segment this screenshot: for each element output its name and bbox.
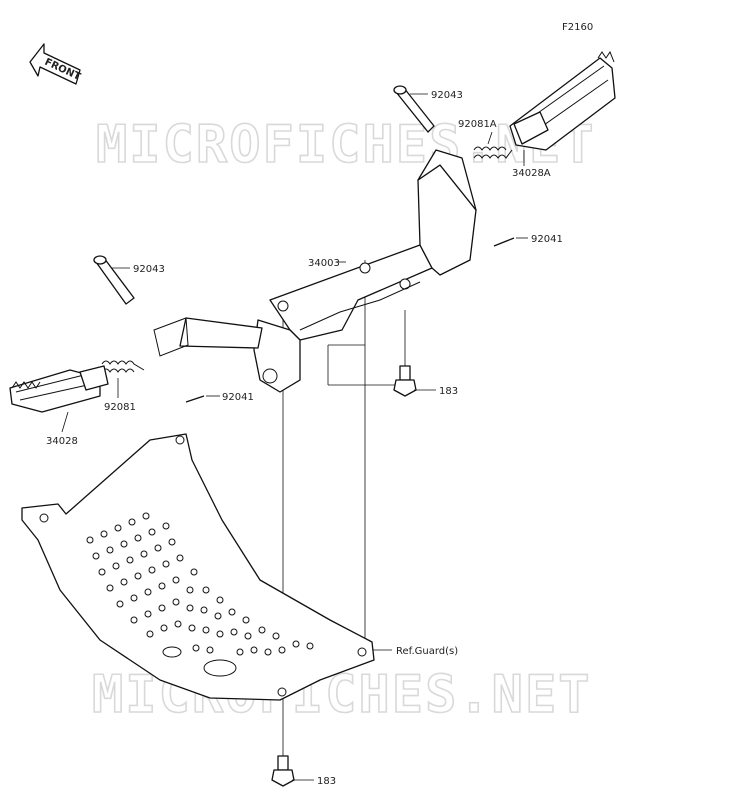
footpeg-34028	[9, 365, 109, 413]
cotter-pin-92041-right	[493, 237, 515, 247]
front-arrow-icon: FRONT	[29, 43, 82, 85]
callout-leaders	[61, 93, 528, 781]
callout-34028: 34028	[46, 436, 78, 447]
spring-92081	[101, 360, 145, 373]
callout-34028A: 34028A	[512, 168, 551, 179]
skid-guard	[21, 433, 375, 701]
callout-ref-guard: Ref.Guard(s)	[396, 646, 458, 657]
spring-92081A	[473, 146, 513, 159]
bolt-183-upper	[393, 365, 417, 397]
bolt-183-lower	[271, 755, 295, 787]
figure-code: F2160	[562, 22, 593, 33]
callout-92081A: 92081A	[458, 119, 497, 130]
callout-92041-left: 92041	[222, 392, 254, 403]
callout-183-lower: 183	[317, 776, 336, 787]
callout-92041-right: 92041	[531, 234, 563, 245]
pin-92043-left	[93, 255, 135, 305]
callout-34003: 34003	[308, 258, 340, 269]
step-bracket-34003	[153, 149, 477, 393]
footpeg-34028A	[509, 50, 616, 151]
callout-183-upper: 183	[439, 386, 458, 397]
callout-92081: 92081	[104, 402, 136, 413]
pin-92043-right	[393, 85, 435, 133]
callout-92043-upper: 92043	[431, 90, 463, 101]
vent-holes	[86, 512, 314, 656]
cotter-pin-92041-left	[185, 395, 205, 403]
callout-92043-left: 92043	[133, 264, 165, 275]
